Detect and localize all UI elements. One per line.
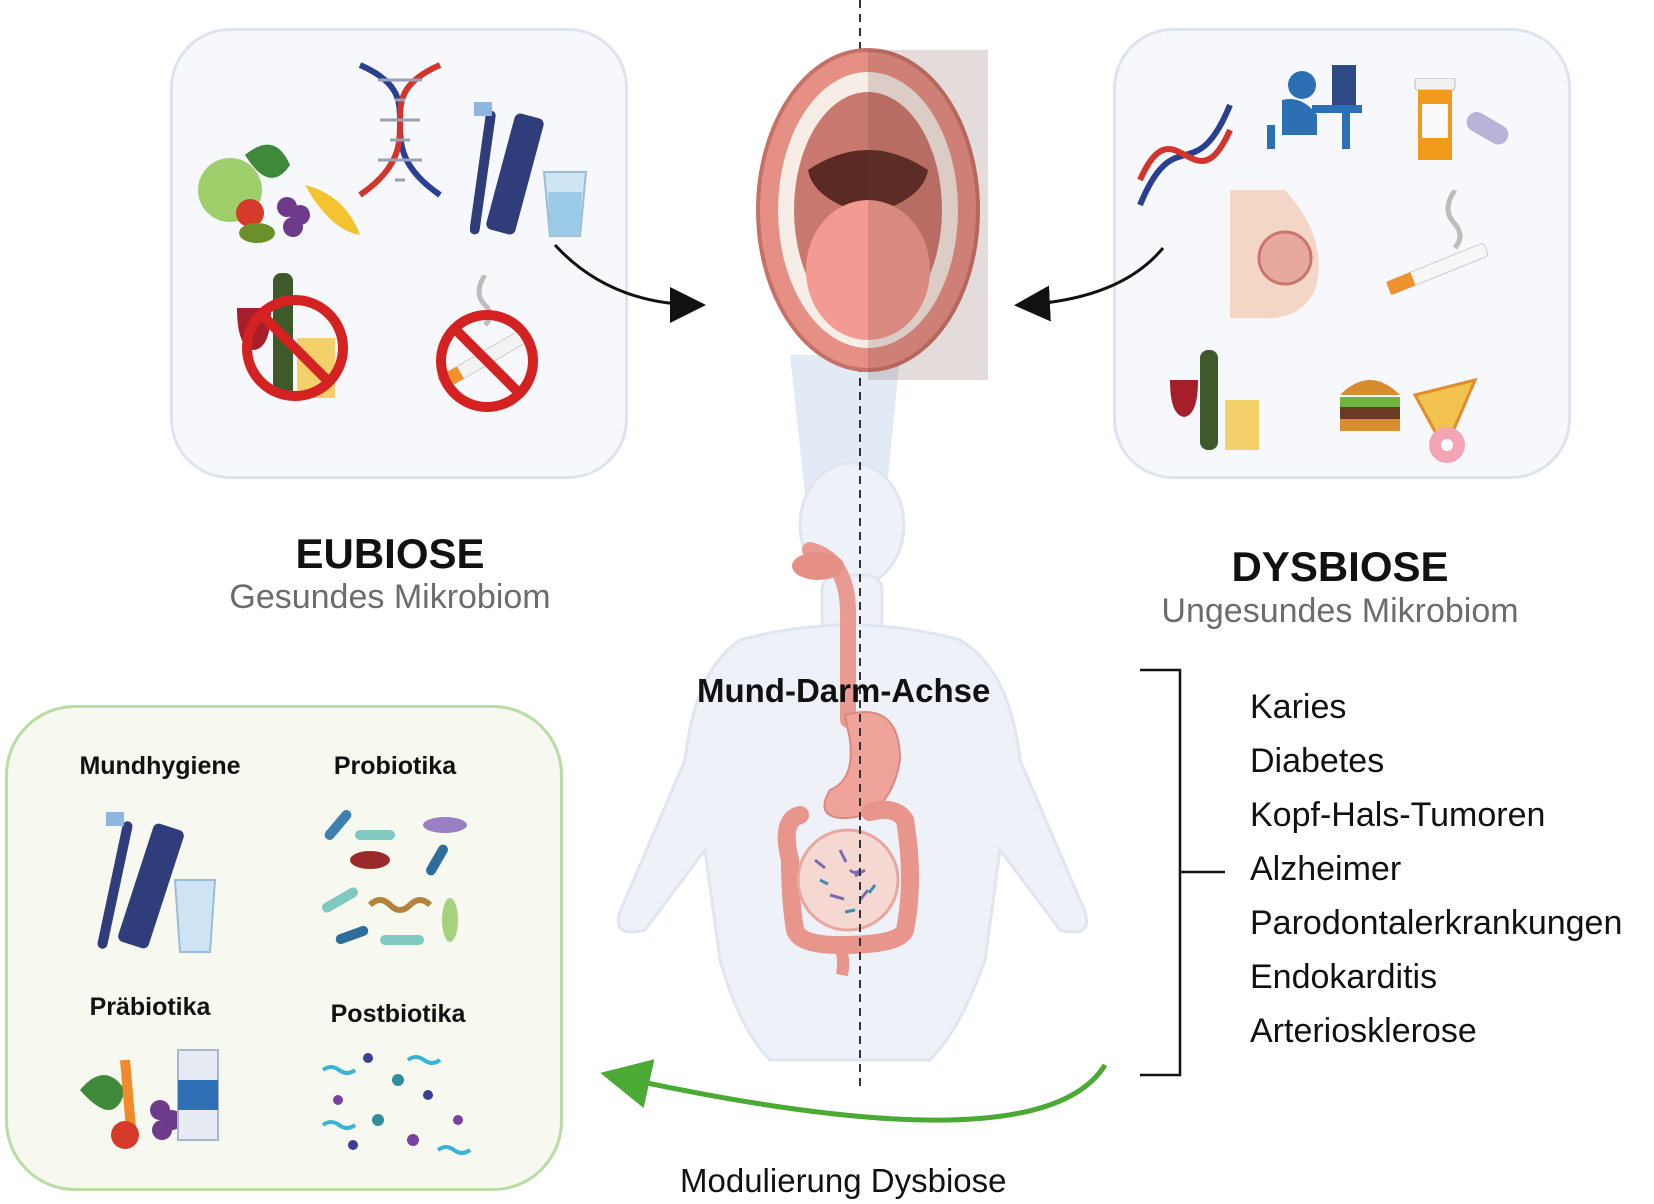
dysbiosis-arrow <box>1014 247 1165 322</box>
dna-icon <box>358 62 442 198</box>
disease-bracket <box>1140 668 1225 1077</box>
prebiotic-food-icon <box>80 1049 219 1149</box>
disease-item: Arteriosklerose <box>1250 1012 1477 1050</box>
stomach <box>823 711 902 820</box>
dna-icon-right <box>1137 103 1233 207</box>
mouth-gut-axis-label: Mund-Darm-Achse <box>697 672 991 709</box>
disease-item: Alzheimer <box>1250 850 1402 888</box>
disease-item: Endokarditis <box>1250 958 1438 996</box>
modulation-arrow-label: Modulierung Dysbiose <box>680 1162 1007 1199</box>
probiotika-label: Probiotika <box>333 752 457 780</box>
postbiotika-label: Postbiotika <box>330 1000 466 1028</box>
pregnancy-icon <box>1230 190 1319 319</box>
bacteria-icon <box>322 810 467 945</box>
no-alcohol-icon <box>237 273 348 401</box>
disease-list: Karies Diabetes Kopf-Hals-Tumoren Alzhei… <box>1250 680 1622 1058</box>
eubiosis-title: EUBIOSE <box>295 530 485 577</box>
disease-item: Kopf-Hals-Tumoren <box>1250 796 1546 834</box>
pill-bottle-icon <box>1414 78 1509 160</box>
eubiosis-arrow <box>553 243 706 323</box>
alcohol-icon <box>1170 350 1259 450</box>
vegetables-icon <box>198 144 360 243</box>
no-smoking-icon <box>436 275 538 412</box>
dysbiosis-subtitle: Ungesundes Mikrobiom <box>1161 592 1519 630</box>
disease-item: Karies <box>1250 688 1347 726</box>
mouth-icon <box>756 48 988 380</box>
intestines <box>777 800 919 977</box>
water-glass-icon <box>542 171 588 237</box>
modulation-arrow <box>600 1059 1108 1123</box>
dysbiosis-title: DYSBIOSE <box>1231 543 1449 590</box>
modulation-panel <box>5 705 563 1191</box>
disease-item: Diabetes <box>1250 742 1385 780</box>
disease-item: Parodontalerkrankungen <box>1250 904 1623 942</box>
postbiotic-particles-icon <box>321 1053 472 1155</box>
praebiotika-label: Präbiotika <box>89 993 211 1021</box>
cigarette-icon <box>1386 190 1489 295</box>
mundhygiene-label: Mundhygiene <box>79 752 241 780</box>
mouth-small <box>792 552 844 580</box>
toothbrush-icon-mod <box>97 812 217 953</box>
fast-food-icon <box>1340 377 1478 463</box>
stressed-worker-icon <box>1267 65 1362 149</box>
eubiosis-subtitle: Gesundes Mikrobiom <box>229 578 551 616</box>
toothbrush-icon <box>470 102 544 235</box>
